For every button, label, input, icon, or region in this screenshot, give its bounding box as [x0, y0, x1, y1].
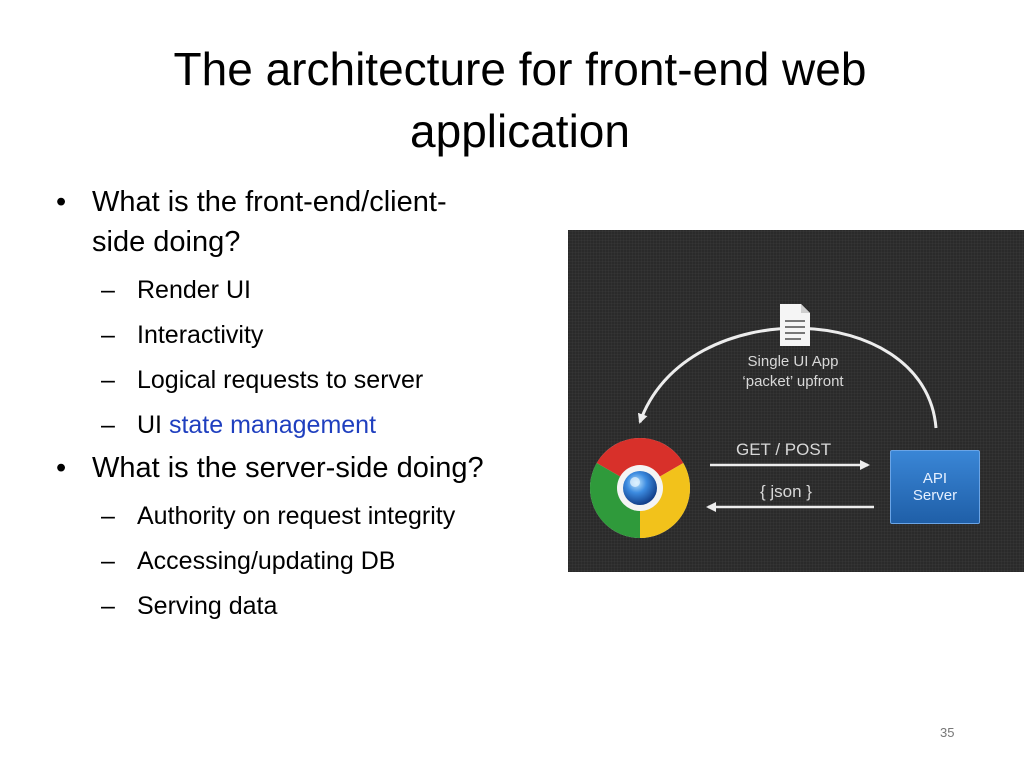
single-ui-app-caption: Single UI App ‘packet’ upfront [718, 352, 868, 392]
sub-bullet-logical-requests: – Logical requests to server [56, 358, 576, 403]
bullet-list: • What is the front-end/client- side doi… [56, 182, 576, 629]
page-number: 35 [940, 725, 955, 740]
sub-bullet-text: Accessing/updating DB [137, 547, 396, 575]
sub-bullet-authority: – Authority on request integrity [56, 494, 576, 539]
api-server-line-1: API [922, 470, 948, 487]
api-server-line-2: Server [912, 487, 958, 504]
bullet-server-side-text: What is the server-side doing? [92, 452, 484, 484]
bullet-server-side: • What is the server-side doing? [56, 448, 576, 488]
sub-bullet-text: Logical requests to server [137, 366, 424, 394]
sub-bullet-dash: – [101, 366, 115, 394]
slide-title-line-2: application [410, 105, 630, 157]
sub-bullet-dash: – [101, 411, 115, 439]
sub-bullet-serving-data: – Serving data [56, 584, 576, 629]
sub-bullet-text: Render UI [137, 276, 251, 304]
caption-line-2: ‘packet’ upfront [742, 373, 844, 390]
sub-bullet-prefix: UI [137, 411, 162, 439]
sub-bullet-interactivity: – Interactivity [56, 313, 576, 358]
sub-bullet-text: Authority on request integrity [137, 502, 456, 530]
api-server-box: API Server [890, 450, 980, 524]
architecture-diagram: Single UI App ‘packet’ upfront GET / POS… [568, 230, 1024, 572]
bullet-client-side: • What is the front-end/client- side doi… [56, 182, 576, 262]
sub-bullet-dash: – [101, 502, 115, 530]
sub-bullet-render-ui: – Render UI [56, 268, 576, 313]
bullet-client-side-line-2: side doing? [92, 226, 241, 258]
get-post-label: GET / POST [736, 440, 832, 459]
state-management-link[interactable]: state management [168, 411, 377, 439]
bullet-dot: • [56, 452, 67, 484]
sub-bullet-accessing-db: – Accessing/updating DB [56, 539, 576, 584]
bullet-dot: • [56, 186, 67, 218]
sub-bullet-dash: – [101, 321, 115, 349]
json-label: { json } [760, 482, 812, 501]
chrome-browser-icon [590, 438, 690, 538]
sub-bullet-ui-state-management: – UI state management [56, 403, 576, 448]
sub-bullet-text: Interactivity [137, 321, 264, 349]
caption-line-1: Single UI App [747, 353, 839, 370]
sub-bullet-dash: – [101, 547, 115, 575]
diagram-graphics [590, 304, 938, 538]
sub-bullet-text: Serving data [137, 592, 278, 620]
document-icon [780, 304, 810, 346]
slide-title: The architecture for front-end web appli… [60, 38, 980, 162]
sub-bullet-dash: – [101, 276, 115, 304]
slide-title-line-1: The architecture for front-end web [173, 43, 867, 95]
sub-bullet-dash: – [101, 592, 115, 620]
bullet-client-side-line-1: What is the front-end/client- [92, 186, 447, 218]
